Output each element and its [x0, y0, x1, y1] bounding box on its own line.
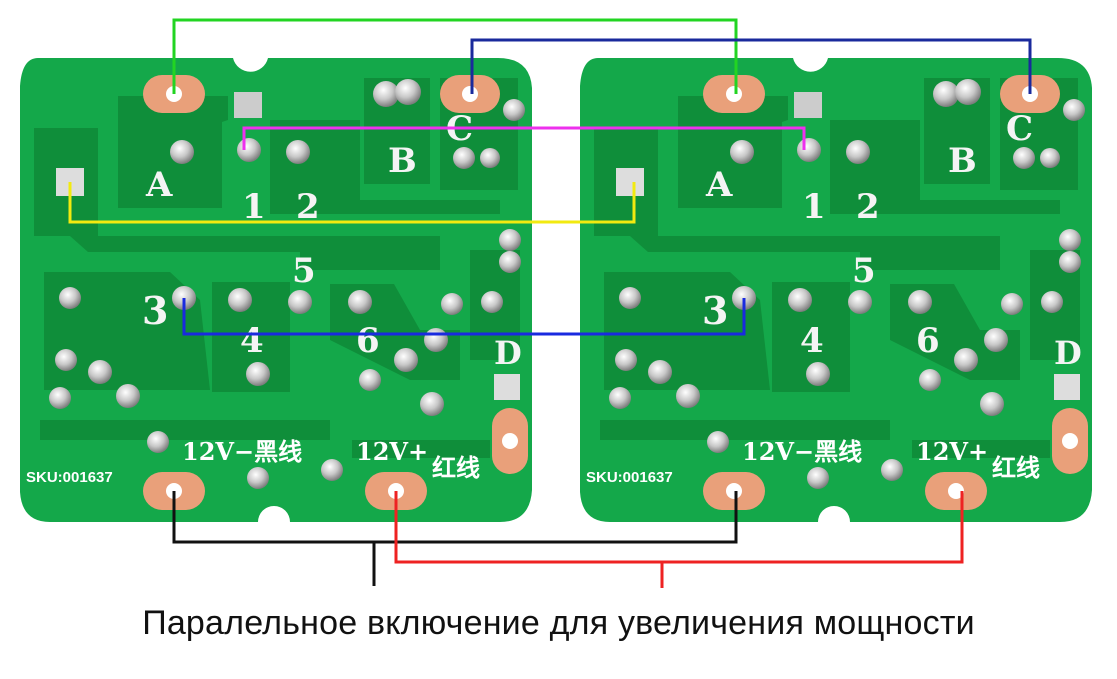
diagram-caption: Паралельное включение для увеличения мощ… — [142, 604, 975, 642]
label-6: 6 — [356, 321, 380, 361]
wire-red — [394, 491, 964, 564]
label-2: 2 — [296, 187, 320, 227]
label-4: 4 — [800, 321, 824, 361]
power-plus-label: 12V+ — [356, 437, 428, 466]
label-5: 5 — [292, 251, 316, 291]
power-plus-label: 12V+ — [916, 437, 988, 466]
label-1: 1 — [802, 187, 826, 227]
power-plus-cn-label: 红线 — [432, 453, 480, 482]
label-a: A — [145, 165, 173, 205]
label-b: B — [388, 141, 417, 181]
label-d: D — [494, 334, 522, 372]
label-6: 6 — [916, 321, 940, 361]
power-minus-label: 12V−黑线 — [182, 437, 302, 466]
sku-label: SKU:001637 — [586, 469, 673, 486]
wire-green — [172, 18, 738, 94]
wire-blue — [182, 298, 746, 336]
label-5: 5 — [852, 251, 876, 291]
wire-navy — [470, 38, 1032, 94]
wire-magenta — [242, 126, 806, 150]
pcb-board-right: A B C D 1 2 3 4 5 6 SKU:001637 12V−黑线 12… — [580, 58, 1092, 522]
power-plus-cn-label: 红线 — [992, 453, 1040, 482]
label-d: D — [1054, 334, 1082, 372]
label-a: A — [705, 165, 733, 205]
label-4: 4 — [240, 321, 264, 361]
sku-label: SKU:001637 — [26, 469, 113, 486]
power-minus-label: 12V−黑线 — [742, 437, 862, 466]
label-3: 3 — [702, 288, 728, 333]
label-b: B — [948, 141, 977, 181]
wire-black — [172, 491, 738, 544]
wire-yellow — [68, 182, 636, 224]
label-1: 1 — [242, 187, 266, 227]
label-3: 3 — [142, 288, 168, 333]
label-c: C — [1006, 109, 1033, 149]
pcb-board-left: A B C D 1 2 3 4 5 6 SKU:001637 12V−黑线 12… — [20, 58, 532, 522]
label-2: 2 — [856, 187, 880, 227]
